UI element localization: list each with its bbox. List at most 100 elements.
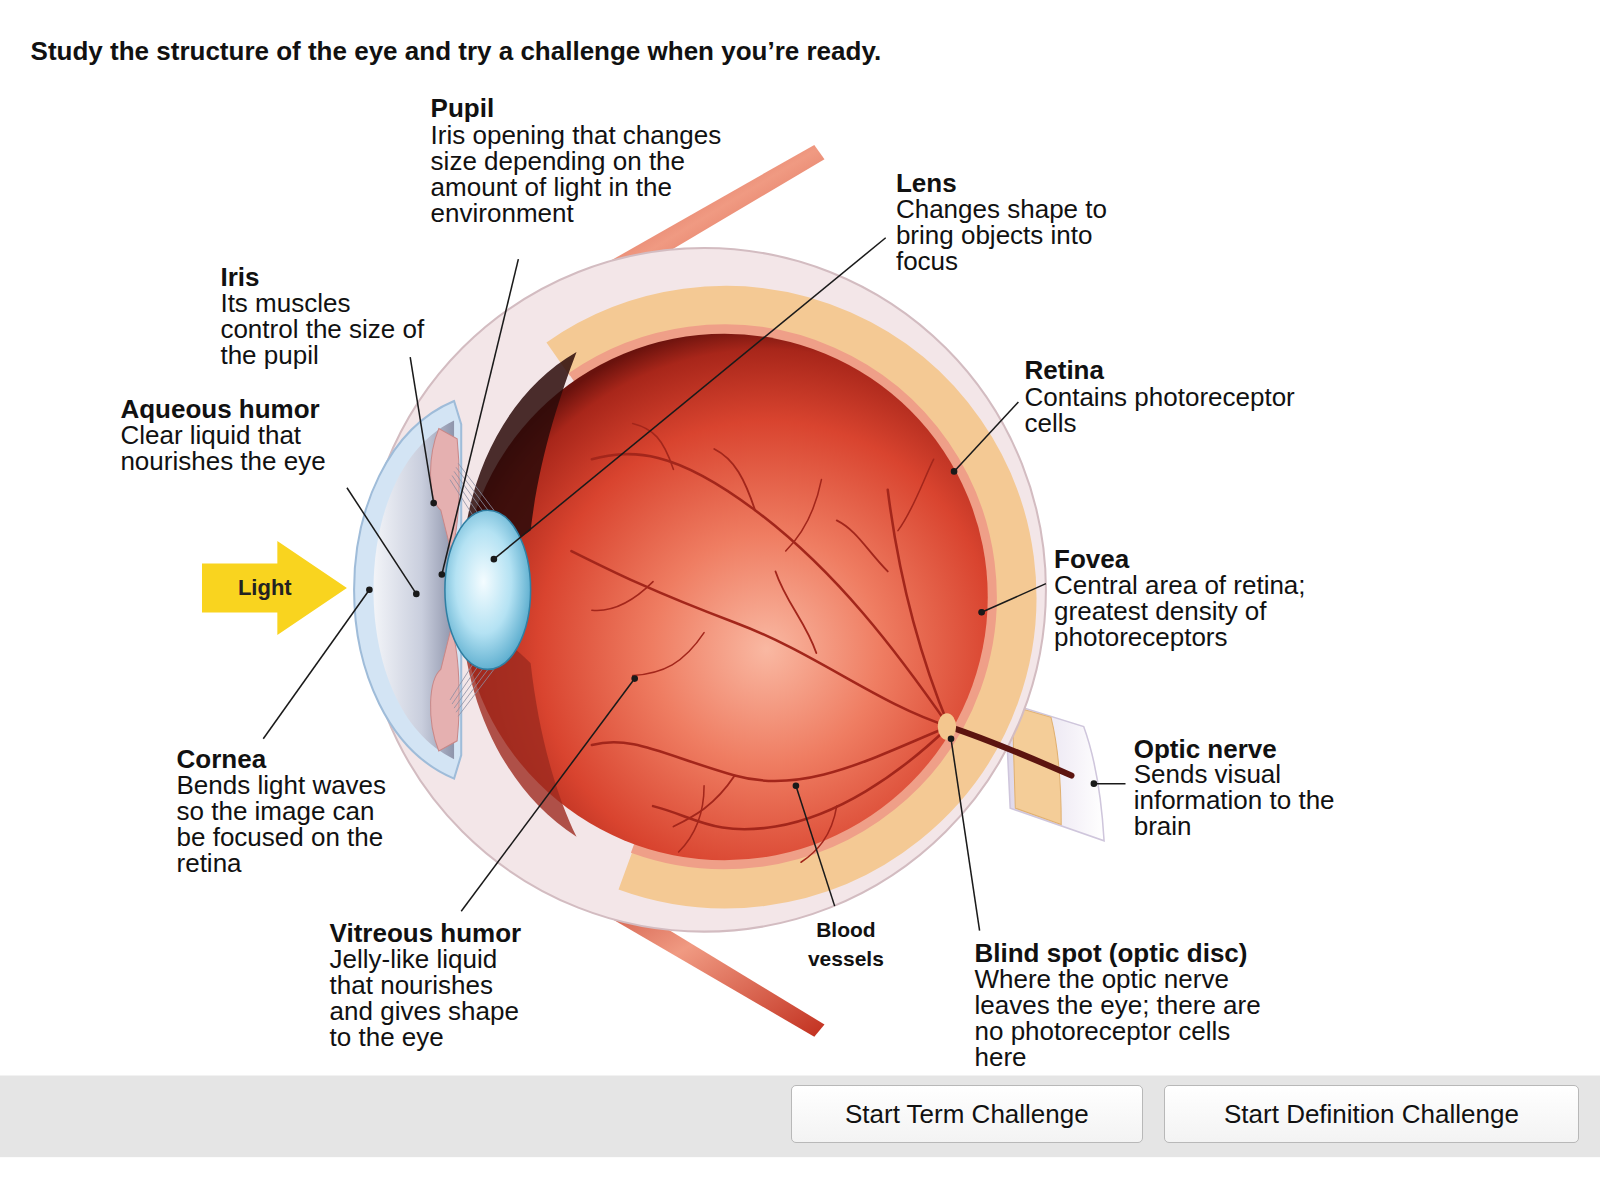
callout-label: Optic nerve xyxy=(1134,736,1277,762)
callout-label: Lens xyxy=(896,170,957,196)
blood-vessel-drawing xyxy=(592,582,653,611)
part-description: Clear liquid that nourishes the eye xyxy=(120,422,345,474)
front-of-eye xyxy=(452,476,479,515)
leader-line xyxy=(954,402,1018,471)
button-label: Start Definition Challenge xyxy=(1224,1099,1519,1129)
blood-vessel-drawing xyxy=(633,633,704,676)
blood-vessel-drawing xyxy=(888,490,949,727)
callout-label: Blood vessels xyxy=(796,915,896,973)
optic-disc xyxy=(938,713,956,740)
leader-line xyxy=(1091,781,1096,786)
blood-vessel-drawing xyxy=(714,449,755,510)
callout-label: Where the optic nerve leaves the eye; th… xyxy=(974,966,1274,1070)
leader-line xyxy=(347,488,416,594)
leader-line xyxy=(461,679,634,912)
blood-vessel-drawing xyxy=(633,423,674,469)
leader-line xyxy=(367,587,372,592)
part-name: Blind spot (optic disc) xyxy=(974,940,1247,966)
part-description: Bends light waves so the image can be fo… xyxy=(177,772,399,876)
front-of-eye xyxy=(452,665,479,704)
arrow-label: Light xyxy=(238,575,292,601)
part-name: Pupil xyxy=(431,95,495,121)
blood-vessel-drawing xyxy=(837,520,888,571)
leader-line xyxy=(491,557,496,562)
leader-line xyxy=(948,736,953,741)
button-bar xyxy=(0,1076,1600,1158)
front-of-eye xyxy=(458,669,494,716)
part-description: Where the optic nerve leaves the eye; th… xyxy=(974,966,1274,1070)
optic-disc xyxy=(979,609,985,615)
part-name: Optic nerve xyxy=(1134,736,1277,762)
callout-label: Iris opening that changes size depending… xyxy=(431,122,751,226)
blood-vessel-drawing xyxy=(776,571,817,653)
part-description: Iris opening that changes size depending… xyxy=(431,122,751,226)
callout-label: Bends light waves so the image can be fo… xyxy=(177,772,399,876)
part-name: Blood vessels xyxy=(796,915,896,973)
leader-line xyxy=(952,469,957,474)
callout-label: Iris xyxy=(220,264,259,290)
light-arrow: Light xyxy=(202,539,347,637)
callout-label: Contains photoreceptor cells xyxy=(1024,384,1324,436)
callout-label: Changes shape to bring objects into focu… xyxy=(896,196,1136,274)
challenge-button: Start Term Challenge xyxy=(791,1085,1143,1143)
front-of-eye xyxy=(456,467,489,511)
page-title: Study the structure of the eye and try a… xyxy=(31,36,882,66)
blood-vessel-drawing xyxy=(592,454,949,726)
part-description: Sends visual information to the brain xyxy=(1134,761,1364,839)
callout-label: Blind spot (optic disc) xyxy=(974,940,1247,966)
blood-vessel-drawing xyxy=(571,551,949,727)
part-name: Iris xyxy=(220,264,259,290)
title-block: Study the structure of the eye and try a… xyxy=(31,36,882,66)
callout-label: Pupil xyxy=(431,95,495,121)
blood-vessel-drawing xyxy=(786,480,822,551)
blood-vessel-drawing xyxy=(653,727,949,830)
eyeball xyxy=(362,248,1046,932)
leader-line xyxy=(632,676,637,681)
leader-line xyxy=(951,739,980,931)
optic-disc xyxy=(949,727,1071,776)
blood-vessel-drawing xyxy=(571,423,949,862)
leader-line xyxy=(979,610,984,615)
leader-line xyxy=(439,572,444,577)
blood-vessel-drawing xyxy=(898,459,934,530)
callout-label: Vitreous humor xyxy=(330,920,522,946)
part-name: Retina xyxy=(1024,357,1103,383)
eyeball xyxy=(461,334,988,861)
part-description: Changes shape to bring objects into focu… xyxy=(896,196,1136,274)
part-name: Vitreous humor xyxy=(330,920,522,946)
callout-label: Fovea xyxy=(1054,546,1129,572)
leader-line xyxy=(442,259,519,574)
leader-line xyxy=(796,786,835,906)
callout-label: Aqueous humor xyxy=(120,396,319,422)
part-name: Aqueous humor xyxy=(120,396,319,422)
part-name: Fovea xyxy=(1054,546,1129,572)
callout-label: Central area of retina; greatest density… xyxy=(1054,572,1334,650)
optic-disc xyxy=(938,609,1072,775)
leader-line xyxy=(414,591,419,596)
part-name: Cornea xyxy=(177,746,267,772)
part-description: Central area of retina; greatest density… xyxy=(1054,572,1334,650)
front-of-eye xyxy=(431,429,460,551)
eyeball xyxy=(362,248,1046,932)
front-of-eye xyxy=(450,663,473,700)
callout-label: Retina xyxy=(1024,357,1103,383)
blood-vessel-drawing xyxy=(673,776,734,827)
front-of-eye xyxy=(450,480,473,517)
front-of-eye xyxy=(431,629,460,751)
callout-label: Clear liquid that nourishes the eye xyxy=(120,422,345,474)
arrow-shape xyxy=(202,541,347,635)
part-name: Lens xyxy=(896,170,957,196)
leader-line xyxy=(1094,783,1126,785)
leader-line xyxy=(431,501,436,506)
blood-vessel-drawing xyxy=(679,786,705,852)
leader-line xyxy=(494,238,886,559)
callout-label: Sends visual information to the brain xyxy=(1134,761,1364,839)
blood-vessel-drawing xyxy=(801,806,837,862)
challenge-button: Start Definition Challenge xyxy=(1164,1085,1578,1143)
button-label: Start Term Challenge xyxy=(845,1099,1089,1129)
part-description: Its muscles control the size of the pupi… xyxy=(220,290,429,368)
part-description: Contains photoreceptor cells xyxy=(1024,384,1324,436)
front-of-eye xyxy=(354,401,531,779)
callout-label: Cornea xyxy=(177,746,267,772)
